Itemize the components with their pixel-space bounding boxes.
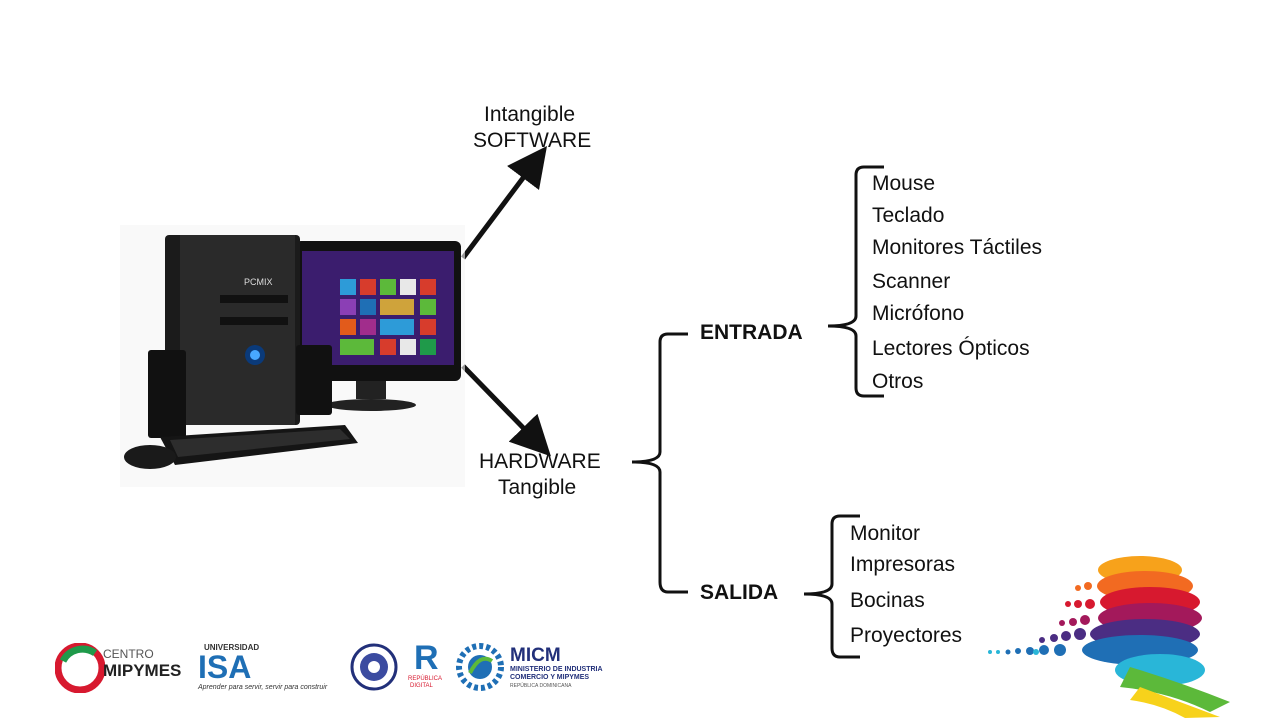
hardware-brace bbox=[631, 332, 688, 594]
salida-brace bbox=[803, 514, 860, 659]
hardware-line1: HARDWARE bbox=[479, 450, 601, 473]
salida-item: Monitor bbox=[850, 522, 921, 545]
arrow-to-hardware bbox=[461, 364, 551, 457]
republica-digital-logo: R REPÚBLICA DIGITAL bbox=[408, 639, 443, 689]
salida-item: Impresoras bbox=[850, 553, 956, 576]
decorative-splash bbox=[988, 556, 1230, 718]
windows-tiles-icon bbox=[340, 279, 436, 355]
centro-mipymes-logo: CENTRO MIPYMES bbox=[55, 643, 190, 693]
salida-label: SALIDA bbox=[700, 581, 779, 604]
universidad-isa-logo: UNIVERSIDAD ISA Aprender para servir, se… bbox=[198, 643, 328, 691]
arrow-to-software bbox=[461, 146, 547, 260]
entrada-item: Lectores Ópticos bbox=[872, 337, 1030, 360]
software-line2: SOFTWARE bbox=[473, 129, 592, 152]
micm-logo: MICM MINISTERIO DE INDUSTRIA COMERCIO Y … bbox=[456, 643, 606, 693]
entrada-item: Otros bbox=[872, 370, 924, 393]
entrada-label: ENTRADA bbox=[700, 321, 803, 344]
entrada-item: Monitores Táctiles bbox=[872, 236, 1043, 259]
seal-logo bbox=[350, 643, 398, 691]
entrada-item: Teclado bbox=[872, 204, 945, 227]
salida-item: Proyectores bbox=[850, 624, 963, 647]
pcmix-brand: PCMIX bbox=[244, 277, 273, 287]
entrada-brace bbox=[827, 165, 884, 398]
salida-item: Bocinas bbox=[850, 589, 925, 612]
entrada-item: Scanner bbox=[872, 270, 951, 293]
computer-image: PCMIX bbox=[120, 225, 465, 487]
hardware-line2: Tangible bbox=[498, 476, 577, 499]
entrada-item: Mouse bbox=[872, 172, 936, 195]
software-line1: Intangible bbox=[484, 103, 576, 126]
entrada-item: Micrófono bbox=[872, 302, 965, 325]
